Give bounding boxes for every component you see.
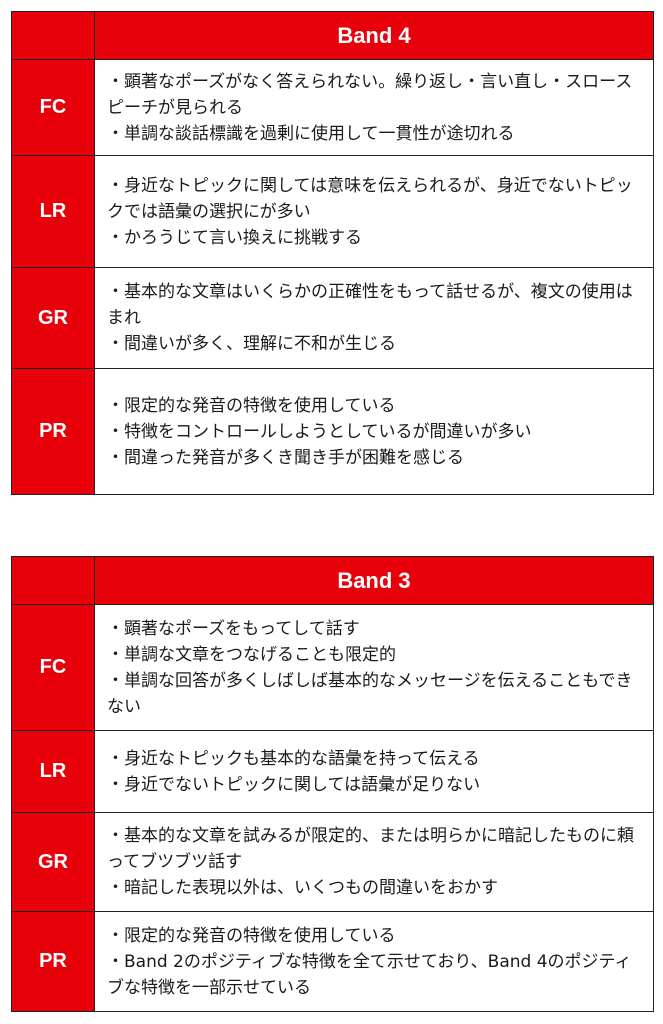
band-3-row-pr: PR ・限定的な発音の特徴を使用している ・Band 2のポジティブな特徴を全て… bbox=[11, 911, 654, 1012]
criterion-label-pr: PR bbox=[11, 368, 95, 495]
descriptor-line: ・単調な回答が多くしばしば基本的なメッセージを伝えることもできない bbox=[107, 670, 633, 717]
descriptor-cell: ・基本的な文章を試みるが限定的、または明らかに暗記したものに頼ってブツブツ話す … bbox=[94, 812, 654, 912]
criterion-label-fc: FC bbox=[11, 59, 95, 156]
descriptor-line: ・顕著なポーズをもってして話す bbox=[107, 618, 360, 639]
criterion-label-gr: GR bbox=[11, 267, 95, 369]
descriptor-cell: ・限定的な発音の特徴を使用している ・Band 2のポジティブな特徴を全て示せて… bbox=[94, 911, 654, 1012]
descriptor-line: ・単調な談話標識を過剰に使用して一貫性が途切れる bbox=[107, 123, 515, 144]
descriptor-line: ・間違った発音が多くき聞き手が困難を感じる bbox=[107, 447, 464, 468]
descriptor-line: ・Band 2のポジティブな特徴を全て示せており、Band 4のポジティブな特徴… bbox=[107, 951, 632, 998]
criterion-label-pr: PR bbox=[11, 911, 95, 1012]
descriptor-line: ・特徴をコントロールしようとしているが間違いが多い bbox=[107, 421, 532, 442]
criterion-label-gr: GR bbox=[11, 812, 95, 912]
descriptor-cell: ・限定的な発音の特徴を使用している ・特徴をコントロールしようとしているが間違い… bbox=[94, 368, 654, 495]
descriptor-line: ・限定的な発音の特徴を使用している bbox=[107, 925, 396, 946]
band-3-row-fc: FC ・顕著なポーズをもってして話す ・単調な文章をつなげることも限定的 ・単調… bbox=[11, 604, 654, 731]
band-3-row-gr: GR ・基本的な文章を試みるが限定的、または明らかに暗記したものに頼ってブツブツ… bbox=[11, 812, 654, 912]
band-4-row-pr: PR ・限定的な発音の特徴を使用している ・特徴をコントロールしようとしているが… bbox=[11, 368, 654, 495]
descriptor-cell: ・身近なトピックも基本的な語彙を持って伝える ・身近でないトピックに関しては語彙… bbox=[94, 730, 654, 813]
band-4-table: Band 4 FC ・顕著なポーズがなく答えられない。繰り返し・言い直し・スロー… bbox=[11, 11, 654, 495]
band-3-row-lr: LR ・身近なトピックも基本的な語彙を持って伝える ・身近でないトピックに関して… bbox=[11, 730, 654, 813]
descriptor-line: ・身近なトピックに関しては意味を伝えられるが、身近でないトピックでは語彙の選択に… bbox=[107, 175, 633, 222]
descriptor-line: ・単調な文章をつなげることも限定的 bbox=[107, 644, 396, 665]
descriptor-line: ・基本的な文章はいくらかの正確性をもって話せるが、複文の使用はまれ bbox=[107, 282, 633, 328]
descriptor-line: ・顕著なポーズがなく答えられない。繰り返し・言い直し・スロースピーチが見られる bbox=[107, 71, 633, 118]
band-3-header-row: Band 3 bbox=[11, 556, 654, 605]
band-3-title: Band 3 bbox=[94, 556, 654, 605]
band-4-row-lr: LR ・身近なトピックに関しては意味を伝えられるが、身近でないトピックでは語彙の… bbox=[11, 155, 654, 268]
header-empty-cell bbox=[11, 556, 95, 605]
band-4-title: Band 4 bbox=[94, 11, 654, 60]
descriptor-line: ・限定的な発音の特徴を使用している bbox=[107, 395, 396, 416]
criterion-label-fc: FC bbox=[11, 604, 95, 731]
descriptor-cell: ・基本的な文章はいくらかの正確性をもって話せるが、複文の使用はまれ ・間違いが多… bbox=[94, 267, 654, 369]
band-3-table: Band 3 FC ・顕著なポーズをもってして話す ・単調な文章をつなげることも… bbox=[11, 556, 654, 1012]
descriptor-cell: ・顕著なポーズがなく答えられない。繰り返し・言い直し・スロースピーチが見られる … bbox=[94, 59, 654, 156]
descriptor-line: ・基本的な文章を試みるが限定的、または明らかに暗記したものに頼ってブツブツ話す bbox=[107, 826, 634, 872]
criterion-label-lr: LR bbox=[11, 730, 95, 813]
descriptor-line: ・身近でないトピックに関しては語彙が足りない bbox=[107, 774, 481, 795]
descriptor-line: ・暗記した表現以外は、いくつもの間違いをおかす bbox=[107, 878, 498, 898]
criterion-label-lr: LR bbox=[11, 155, 95, 268]
descriptor-line: ・身近なトピックも基本的な語彙を持って伝える bbox=[107, 748, 480, 769]
descriptor-line: ・かろうじて言い換えに挑戦する bbox=[107, 227, 362, 248]
descriptor-cell: ・顕著なポーズをもってして話す ・単調な文章をつなげることも限定的 ・単調な回答… bbox=[94, 604, 654, 731]
band-4-row-gr: GR ・基本的な文章はいくらかの正確性をもって話せるが、複文の使用はまれ ・間違… bbox=[11, 267, 654, 369]
descriptor-line: ・間違いが多く、理解に不和が生じる bbox=[107, 334, 396, 354]
band-4-row-fc: FC ・顕著なポーズがなく答えられない。繰り返し・言い直し・スロースピーチが見ら… bbox=[11, 59, 654, 156]
band-4-header-row: Band 4 bbox=[11, 11, 654, 60]
descriptor-cell: ・身近なトピックに関しては意味を伝えられるが、身近でないトピックでは語彙の選択に… bbox=[94, 155, 654, 268]
header-empty-cell bbox=[11, 11, 95, 60]
